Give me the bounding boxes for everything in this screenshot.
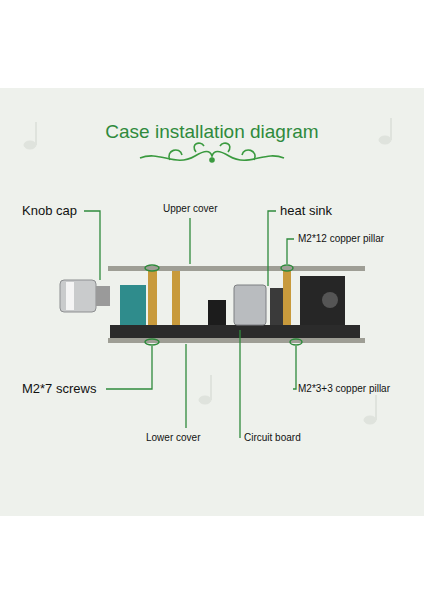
background-panel <box>0 88 424 516</box>
screw-markers <box>145 265 302 345</box>
part-label: M2*3+3 copper pillar <box>298 383 390 395</box>
part-label: Upper cover <box>163 203 217 215</box>
part-label: M2*12 copper pillar <box>298 233 384 245</box>
part-label: heat sink <box>280 203 332 219</box>
music-notes <box>24 118 391 424</box>
part-label: Knob cap <box>22 203 77 219</box>
part-label: Lower cover <box>146 432 200 444</box>
diagram-title: Case installation diagram <box>0 121 424 144</box>
part-label: M2*7 screws <box>22 381 96 397</box>
amplifier-case <box>60 266 365 343</box>
part-label: Circuit board <box>244 432 301 444</box>
title-ornament <box>140 143 284 162</box>
leader-lines <box>84 211 296 438</box>
